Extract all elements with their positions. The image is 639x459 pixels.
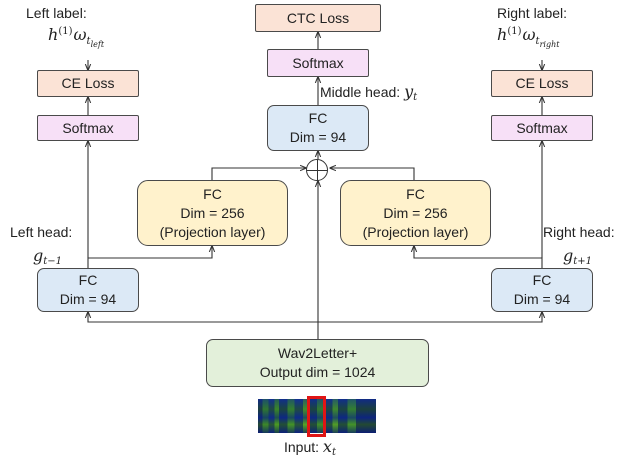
- input-caption: Input:: [284, 439, 320, 455]
- encoder-line1: Wav2Letter+: [277, 345, 358, 361]
- input-x: x: [322, 437, 332, 456]
- softmax-right-box: Softmax: [491, 115, 593, 141]
- middle-head-label: Middle head: yt: [320, 82, 417, 103]
- right-head-caption: Right head:: [543, 224, 615, 240]
- right-label-formula: h(1)ωtright: [497, 25, 559, 49]
- ctc-loss-box: CTC Loss: [255, 4, 381, 32]
- projection-left-line3: (Projection layer): [159, 223, 266, 240]
- left-label-sup: (1): [58, 26, 73, 37]
- left-head-g: g: [33, 246, 44, 265]
- left-head-caption: Left head:: [10, 224, 73, 240]
- sum-node: [306, 159, 328, 181]
- fc-left-line2: Dim = 94: [59, 291, 117, 307]
- softmax-middle-box: Softmax: [267, 49, 369, 77]
- encoder-box: Wav2Letter+ Output dim = 1024: [206, 339, 429, 387]
- left-label-subsub: left: [90, 40, 105, 49]
- fc-left-box: FC Dim = 94: [37, 268, 139, 312]
- fc-middle-box: FC Dim = 94: [267, 105, 369, 151]
- projection-right-line3: (Projection layer): [362, 223, 469, 240]
- right-label-h: h: [497, 25, 508, 44]
- input-sub: t: [331, 447, 336, 458]
- softmax-middle-text: Softmax: [292, 54, 344, 71]
- left-label-omega: ω: [73, 25, 87, 44]
- left-label-h: h: [48, 25, 59, 44]
- left-label-formula: h(1)ωtleft: [48, 25, 104, 49]
- left-label-caption: Left label:: [26, 5, 87, 21]
- left-head-formula: gt−1: [33, 246, 62, 267]
- projection-right-box: FC Dim = 256 (Projection layer): [340, 180, 491, 246]
- encoder-line2: Output dim = 1024: [259, 364, 376, 380]
- middle-head-sub: t: [413, 92, 418, 103]
- left-label-sub: t: [86, 36, 91, 47]
- right-label-subsub: right: [539, 40, 560, 49]
- softmax-left-text: Softmax: [62, 119, 114, 136]
- right-head-g: g: [563, 246, 574, 265]
- ctc-loss-text: CTC Loss: [286, 9, 350, 26]
- input-spectrogram: [258, 399, 376, 433]
- right-label-sub: t: [535, 36, 540, 47]
- ce-loss-left-text: CE Loss: [61, 75, 115, 91]
- softmax-left-box: Softmax: [37, 115, 139, 141]
- fc-middle-line1: FC: [308, 110, 328, 126]
- projection-right-line2: Dim = 256: [383, 204, 448, 221]
- ce-loss-right-text: CE Loss: [515, 75, 569, 91]
- fc-middle-line2: Dim = 94: [289, 129, 347, 145]
- ce-loss-right-box: CE Loss: [491, 70, 593, 97]
- left-head-sub: t−1: [43, 256, 63, 267]
- ce-loss-left-box: CE Loss: [37, 70, 139, 97]
- input-frame-highlight: [307, 396, 326, 437]
- right-label-omega: ω: [522, 25, 536, 44]
- right-label-sup: (1): [507, 26, 522, 37]
- projection-left-box: FC Dim = 256 (Projection layer): [137, 180, 288, 246]
- fc-left-line1: FC: [78, 272, 98, 288]
- softmax-right-text: Softmax: [516, 119, 568, 136]
- middle-head-y: y: [404, 82, 414, 101]
- input-label: Input: xt: [284, 437, 336, 458]
- right-label-caption: Right label:: [497, 5, 568, 21]
- fc-right-line1: FC: [532, 272, 552, 288]
- middle-head-caption: Middle head:: [320, 84, 401, 100]
- projection-right-line1: FC: [406, 185, 425, 202]
- right-head-formula: gt+1: [563, 246, 592, 267]
- right-head-sub: t+1: [573, 256, 593, 267]
- fc-right-box: FC Dim = 94: [491, 268, 593, 312]
- projection-left-line1: FC: [203, 185, 222, 202]
- fc-right-line2: Dim = 94: [513, 291, 571, 307]
- projection-left-line2: Dim = 256: [180, 204, 245, 221]
